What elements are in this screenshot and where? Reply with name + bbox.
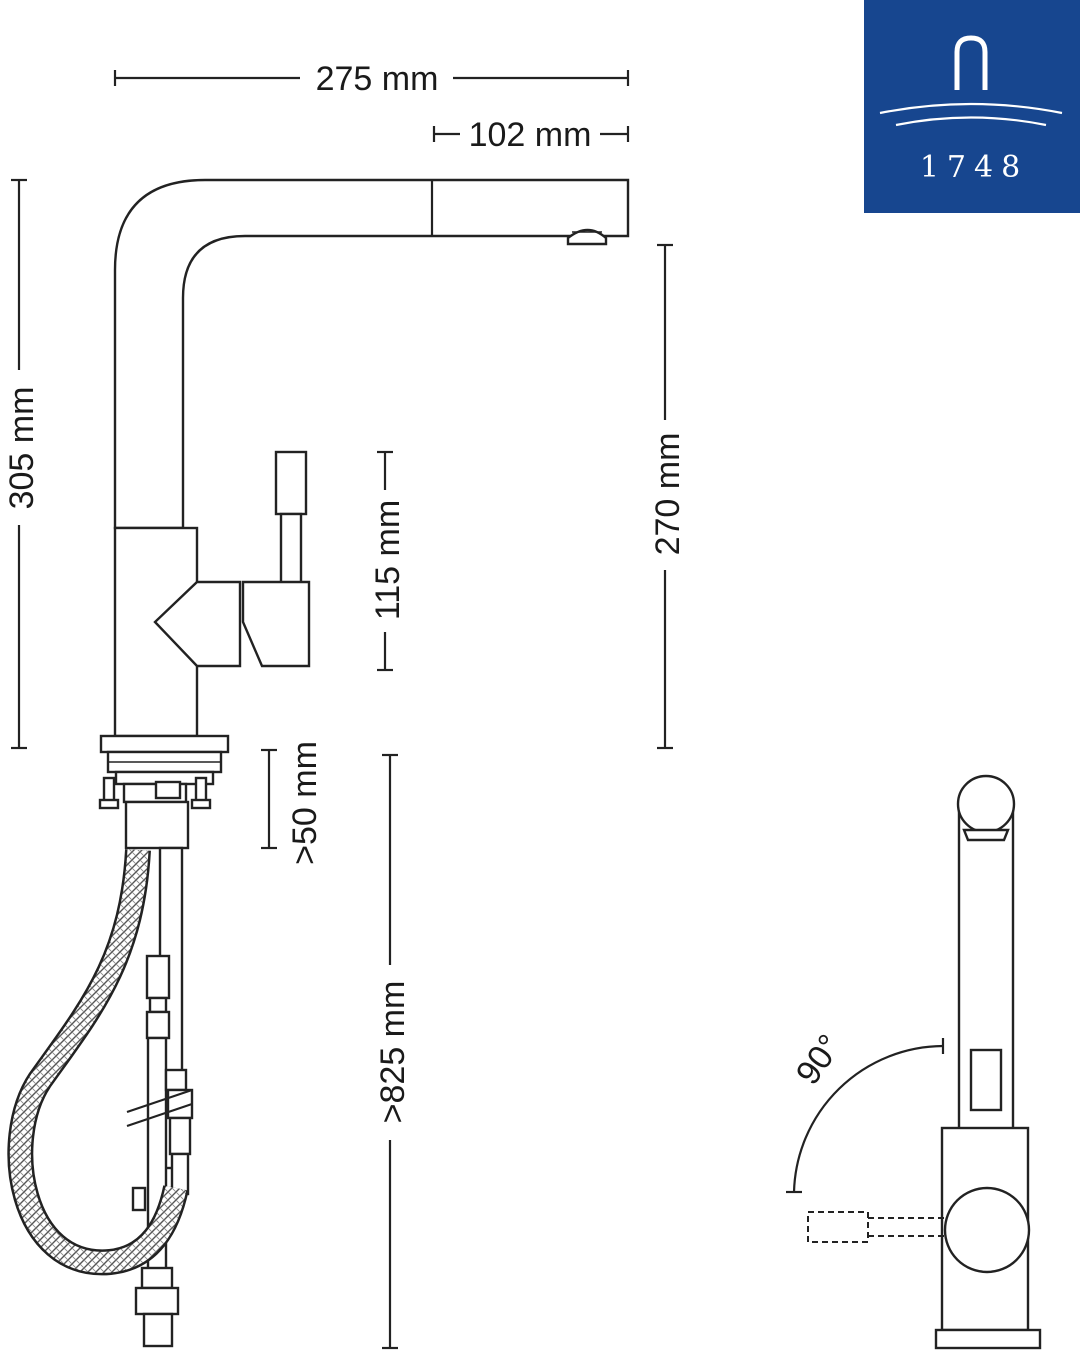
brand-logo: 1748: [864, 0, 1080, 213]
logo-background: [864, 0, 1080, 213]
dimension-spout-pullout: 102 mm: [432, 116, 630, 154]
logo-number: 1748: [920, 150, 1028, 185]
hose-length-label: >825 mm: [374, 981, 412, 1124]
spout-height-label: 270 mm: [649, 433, 687, 556]
faucet-side-view: [7, 178, 630, 1348]
width-total-label: 275 mm: [316, 60, 439, 98]
dimension-lever-height: 115 mm: [369, 450, 407, 672]
dimension-width-total: 275 mm: [113, 60, 630, 98]
height-total-label: 305 mm: [3, 387, 41, 510]
lever-height-label: 115 mm: [369, 500, 407, 620]
spout-pullout-label: 102 mm: [469, 116, 592, 154]
dimension-height-total: 305 mm: [3, 178, 41, 750]
water-wave-icon: [879, 102, 1063, 115]
rotation-angle-label: 90°: [789, 1028, 850, 1092]
dimension-hose-length: >825 mm: [374, 753, 412, 1350]
dimension-spout-height: 270 mm: [649, 243, 687, 750]
faucet-front-view: 90°: [786, 774, 1042, 1350]
dimension-deck-thickness: >50 mm: [261, 741, 324, 865]
deck-thickness-label: >50 mm: [286, 741, 324, 865]
tap-icon: [954, 35, 988, 90]
